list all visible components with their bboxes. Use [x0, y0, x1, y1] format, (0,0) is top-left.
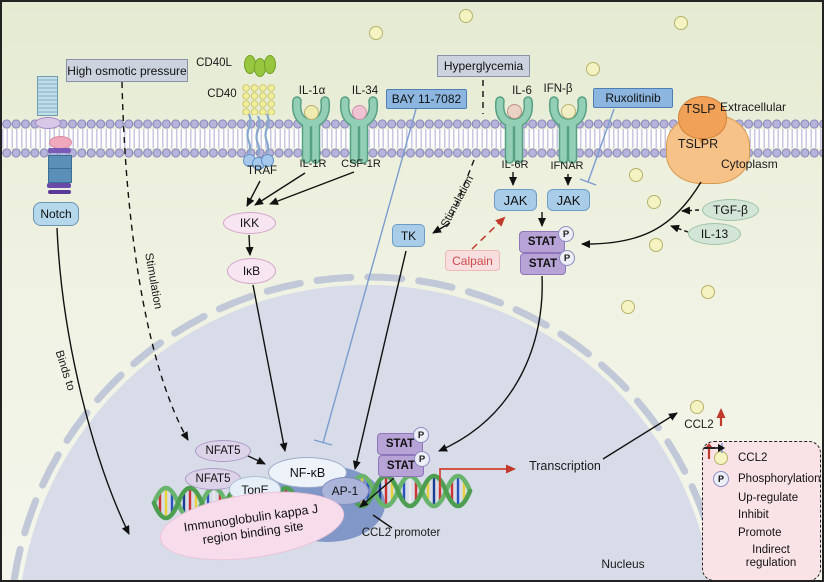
- tslp-ligand: [678, 96, 727, 139]
- binds-to-label: Binds to: [52, 349, 77, 393]
- il13-oval: IL-13: [688, 223, 741, 245]
- hyperglycemia-box: Hyperglycemia: [437, 55, 530, 77]
- promote-arrow-ikk-ikb: [245, 234, 254, 256]
- transcription-start-arrow: [439, 464, 516, 490]
- stat-box-cytoplasm-2: STAT: [520, 253, 566, 275]
- indirect-il13-arrow: [670, 224, 689, 233]
- cd40-label: CD40: [207, 88, 237, 100]
- traf-bead: [261, 154, 274, 167]
- ccl2-molecule: [649, 238, 663, 252]
- tslp-label: TSLP: [684, 102, 716, 116]
- legend-label: Up-regulate: [738, 492, 799, 505]
- notch-intracellular-domain: [48, 155, 72, 183]
- transcription-label: Transcription: [529, 459, 601, 473]
- il1a-ligand: [304, 105, 319, 120]
- cd40l-subunit: [264, 55, 276, 74]
- notch-box: Notch: [33, 202, 79, 226]
- bay-11-7082-box: BAY 11-7082: [386, 89, 467, 109]
- legend-label: Phosphorylation: [738, 472, 821, 485]
- ccl2-molecule: [621, 300, 635, 314]
- phospho-badge: P: [413, 427, 429, 443]
- promote-arrow-traf-ikk: [246, 180, 261, 207]
- il6-ligand: [507, 104, 522, 119]
- notch-band: [48, 148, 71, 153]
- inhibit-bar-ruxolitinib: [579, 178, 597, 186]
- legend-item: CCL2: [709, 451, 814, 466]
- promote-arrow-stat-nucleus: [438, 275, 543, 452]
- promote-arrow-il1r-ikk: [254, 172, 306, 206]
- promote-arrow-tslpr-stat: [581, 181, 702, 249]
- ccl2-molecule: [674, 16, 688, 30]
- il1r-label: IL-1R: [299, 158, 327, 170]
- jak-box-ifn: JAK: [547, 189, 590, 211]
- il34-ligand: [352, 105, 367, 120]
- legend-item: Indirect regulation: [704, 444, 814, 570]
- il6-label: IL-6: [512, 85, 532, 97]
- phospho-badge: P: [414, 451, 430, 467]
- ccl2-molecule: [647, 195, 661, 209]
- calpain-box: Calpain: [445, 250, 500, 271]
- inhibit-bar-bay: [313, 439, 333, 446]
- up-regulate-calpain-jak: [471, 216, 506, 250]
- tgfb-oval: TGF-β: [702, 199, 759, 221]
- indirect-tgfb-arrow: [681, 206, 700, 215]
- ccl2-molecule: [586, 62, 600, 76]
- ruxolitinib-box: Ruxolitinib: [593, 88, 673, 108]
- il1a-label: IL-1α: [298, 85, 326, 97]
- high-osmotic-pressure-box: High osmotic pressure: [66, 59, 188, 82]
- ikk-oval: IKK: [223, 212, 276, 234]
- phospho-badge: P: [558, 226, 574, 242]
- legend-label: Indirect regulation: [745, 544, 797, 570]
- ifnar-label: IFNAR: [550, 160, 584, 172]
- ccl2-molecule: [629, 168, 643, 182]
- phospho-badge: P: [559, 250, 575, 266]
- nucleus-label: Nucleus: [601, 557, 645, 571]
- ccl2-molecule: [369, 26, 383, 40]
- cd40-receptor-cluster: [242, 84, 276, 115]
- notch-band: [47, 183, 71, 188]
- legend-label: Inhibit: [738, 509, 769, 522]
- ccl2-molecule: [701, 285, 715, 299]
- jak-box-il6: JAK: [494, 189, 537, 211]
- cytoplasm-label: Cytoplasm: [721, 157, 778, 171]
- notch-extracellular-domain: [37, 76, 58, 116]
- legend-item: Promote: [704, 444, 814, 539]
- ccl2-output-label: CCL2: [684, 419, 714, 431]
- legend-item: P Phosphorylation: [709, 470, 820, 487]
- cd40l-label: CD40L: [196, 57, 232, 69]
- phosphorylation-badge-icon: P: [709, 470, 733, 487]
- csf1r-label: CSF-1R: [341, 158, 381, 170]
- tk-box: TK: [392, 224, 425, 247]
- nfat5-oval-1: NFAT5: [195, 440, 251, 462]
- ccl2-molecule: [690, 400, 704, 414]
- traf-label: TRAF: [246, 165, 278, 177]
- ifnb-ligand: [561, 104, 576, 119]
- legend-item: Up-regulate: [704, 443, 814, 505]
- notch-band: [48, 190, 71, 194]
- notch-membrane-disc: [35, 117, 61, 129]
- promote-arrow-transcription-ccl2: [602, 412, 678, 460]
- ikb-oval: IκB: [227, 258, 276, 284]
- stat-box-cytoplasm-1: STAT: [519, 231, 565, 253]
- binding-site-oval: Immunoglobulin kappa J region binding si…: [155, 481, 349, 571]
- ccl2-molecule: [459, 9, 473, 23]
- legend-label: Promote: [738, 526, 782, 539]
- ccl2-promoter-label: CCL2 promoter: [361, 527, 441, 539]
- legend-label: CCL2: [738, 452, 768, 465]
- ifnb-label: IFN-β: [543, 83, 573, 95]
- promote-arrow-ikb-nfkb: [252, 284, 288, 452]
- il6r-label: IL-6R: [501, 159, 529, 171]
- extracellular-label: Extracellular: [720, 100, 787, 114]
- stimulation-label-left: Stimulation: [142, 252, 164, 311]
- tslpr-label: TSLPR: [677, 137, 719, 151]
- ccl2-molecule-icon: [709, 451, 733, 466]
- il34-label: IL-34: [351, 85, 379, 97]
- legend-box: CCL2 P Phosphorylation Up-regulate Inhib…: [702, 441, 821, 580]
- legend-item: Inhibit: [704, 443, 814, 522]
- stimulation-label-right: Stimulation: [439, 173, 477, 230]
